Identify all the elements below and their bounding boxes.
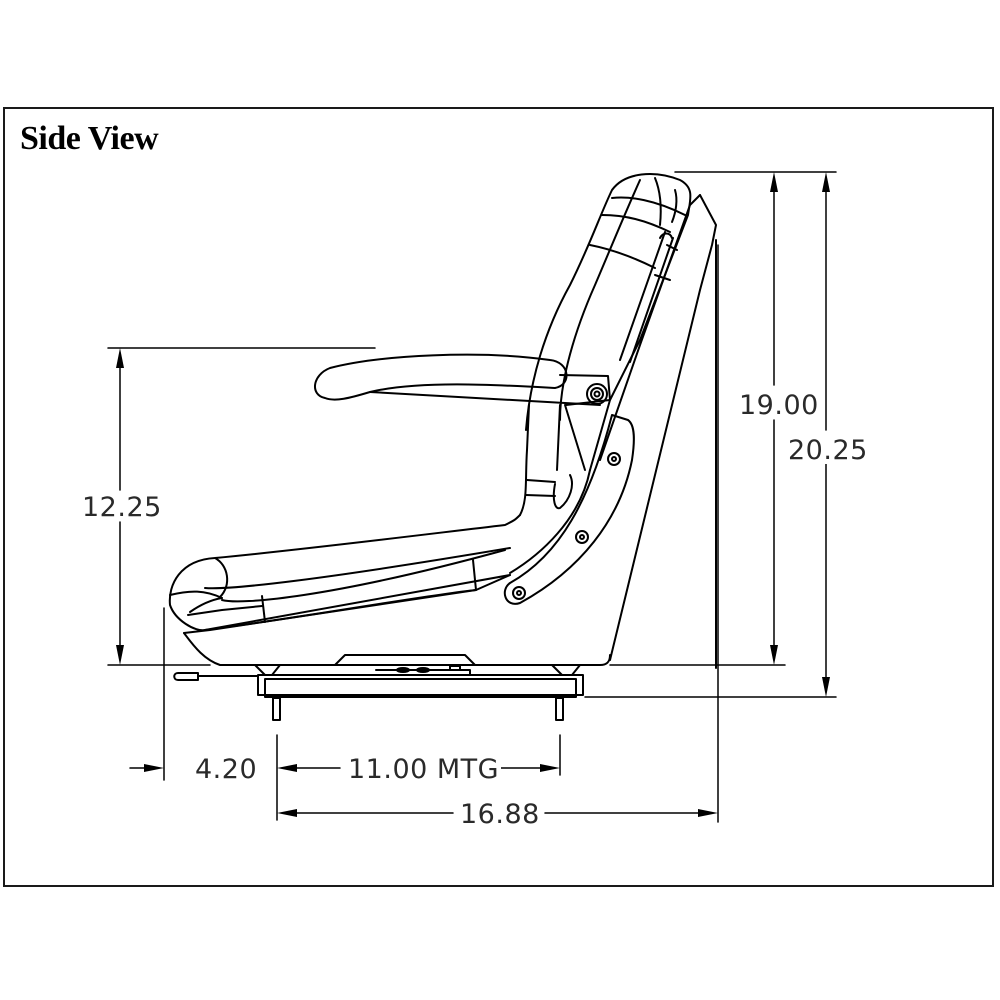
backrest-cushion bbox=[525, 173, 692, 471]
armrest bbox=[314, 353, 611, 406]
dimension-armrest-height: 12.25 bbox=[80, 492, 164, 523]
dimension-arrowheads bbox=[116, 172, 830, 817]
dimension-lines bbox=[107, 171, 837, 823]
seat-outline bbox=[525, 173, 717, 669]
seat-bracket bbox=[503, 414, 635, 605]
dimension-mounting-spacing: 11.00 MTG bbox=[346, 754, 502, 785]
seat-base bbox=[173, 654, 584, 721]
dimension-seat-front-overhang: 4.20 bbox=[193, 754, 260, 785]
dimension-overall-depth: 16.88 bbox=[458, 799, 542, 830]
view-title: Side View bbox=[20, 120, 159, 157]
dimension-backrest-height: 19.00 bbox=[737, 390, 821, 421]
dimension-overall-height: 20.25 bbox=[786, 435, 870, 466]
seat-cushion bbox=[168, 514, 611, 666]
backrest-supports bbox=[519, 404, 586, 516]
backrest-shell bbox=[609, 194, 717, 661]
